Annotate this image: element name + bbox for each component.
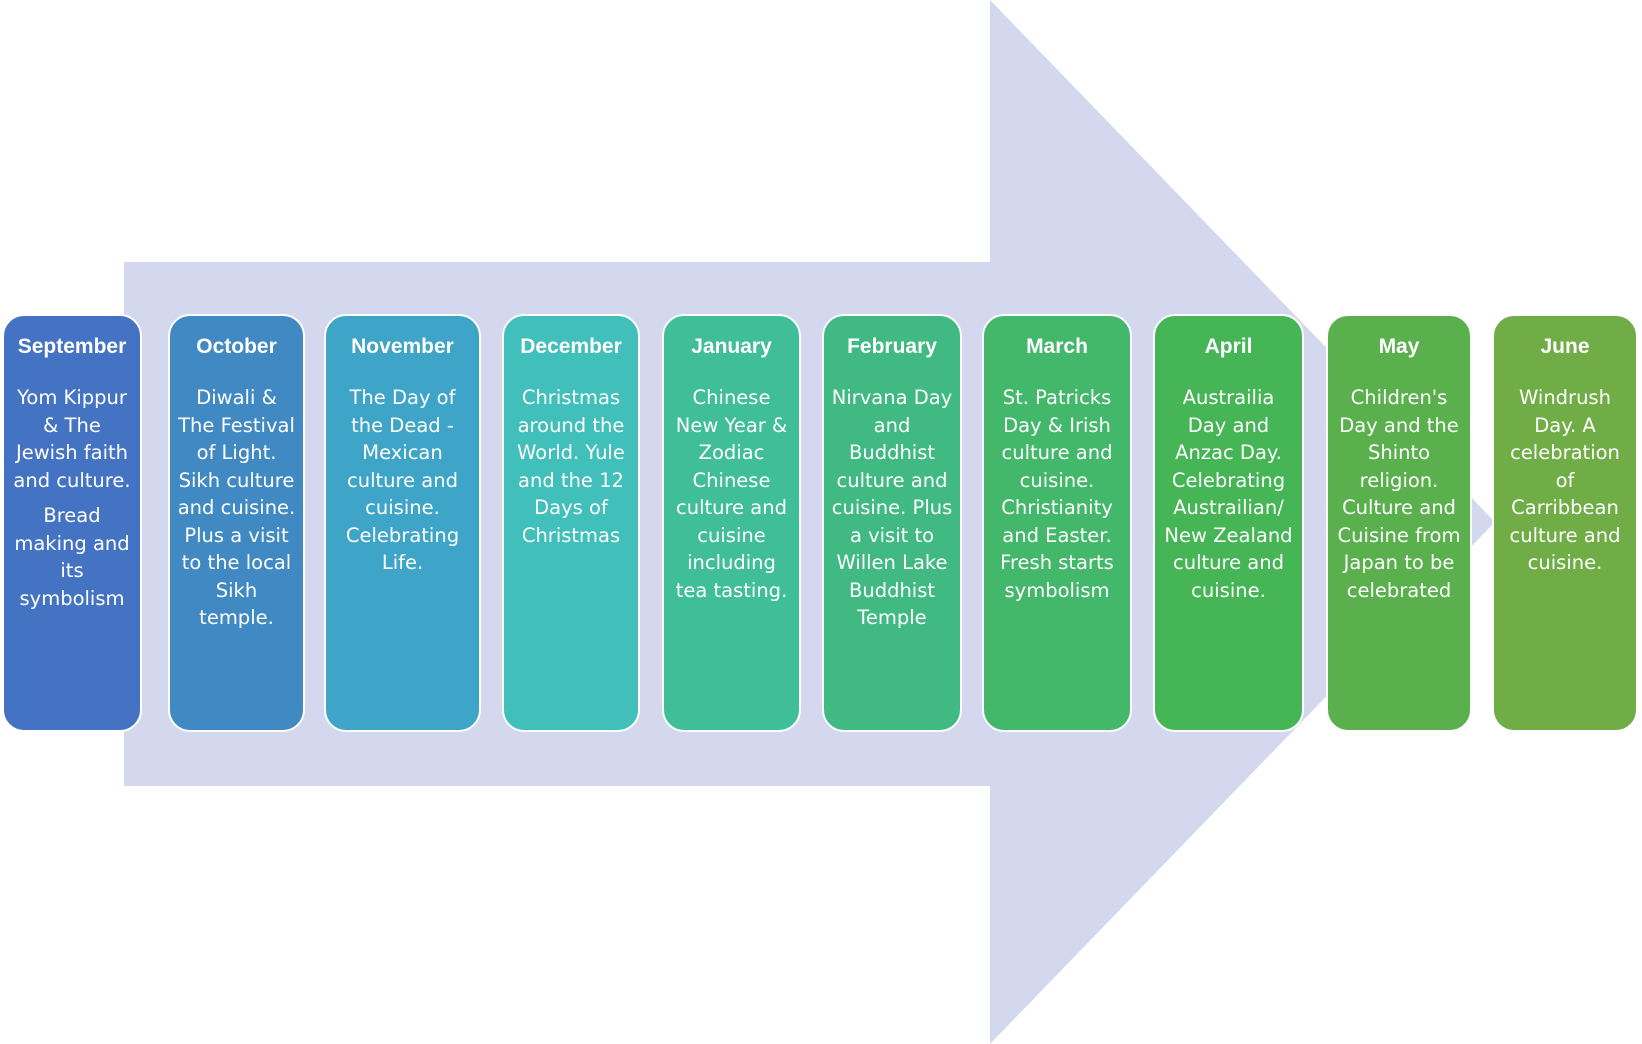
month-heading: January (691, 335, 772, 358)
month-description-extra: Bread making and its symbolism (14, 504, 130, 610)
month-description: St. Patricks Day & Irish culture and cui… (1000, 386, 1114, 602)
month-heading: December (520, 335, 622, 358)
month-description: Austrailia Day and Anzac Day. Celebratin… (1164, 386, 1293, 602)
month-heading: October (196, 335, 277, 358)
month-description: Nirvana Day and Buddhist culture and cui… (831, 386, 953, 629)
month-description: Children's Day and the Shinto religion. … (1337, 386, 1461, 602)
month-heading: May (1378, 335, 1420, 358)
month-heading: February (847, 335, 937, 358)
month-heading: April (1204, 335, 1253, 358)
month-description: Yom Kippur & The Jewish faith and cultur… (13, 386, 131, 492)
month-description: Windrush Day. A celebration of Carribbea… (1509, 386, 1621, 574)
month-heading: March (1026, 335, 1088, 358)
month-heading: June (1540, 335, 1590, 358)
arrow-body (124, 0, 1495, 1044)
month-heading: November (351, 335, 454, 358)
month-description: Christmas around the World. Yule and the… (517, 386, 625, 547)
month-description: Diwali & The Festival of Light. Sikh cul… (177, 386, 296, 629)
month-description: The Day of the Dead - Mexican culture an… (345, 386, 460, 574)
month-description: Chinese New Year & Zodiac Chinese cultur… (675, 386, 788, 602)
month-heading: September (17, 335, 127, 358)
